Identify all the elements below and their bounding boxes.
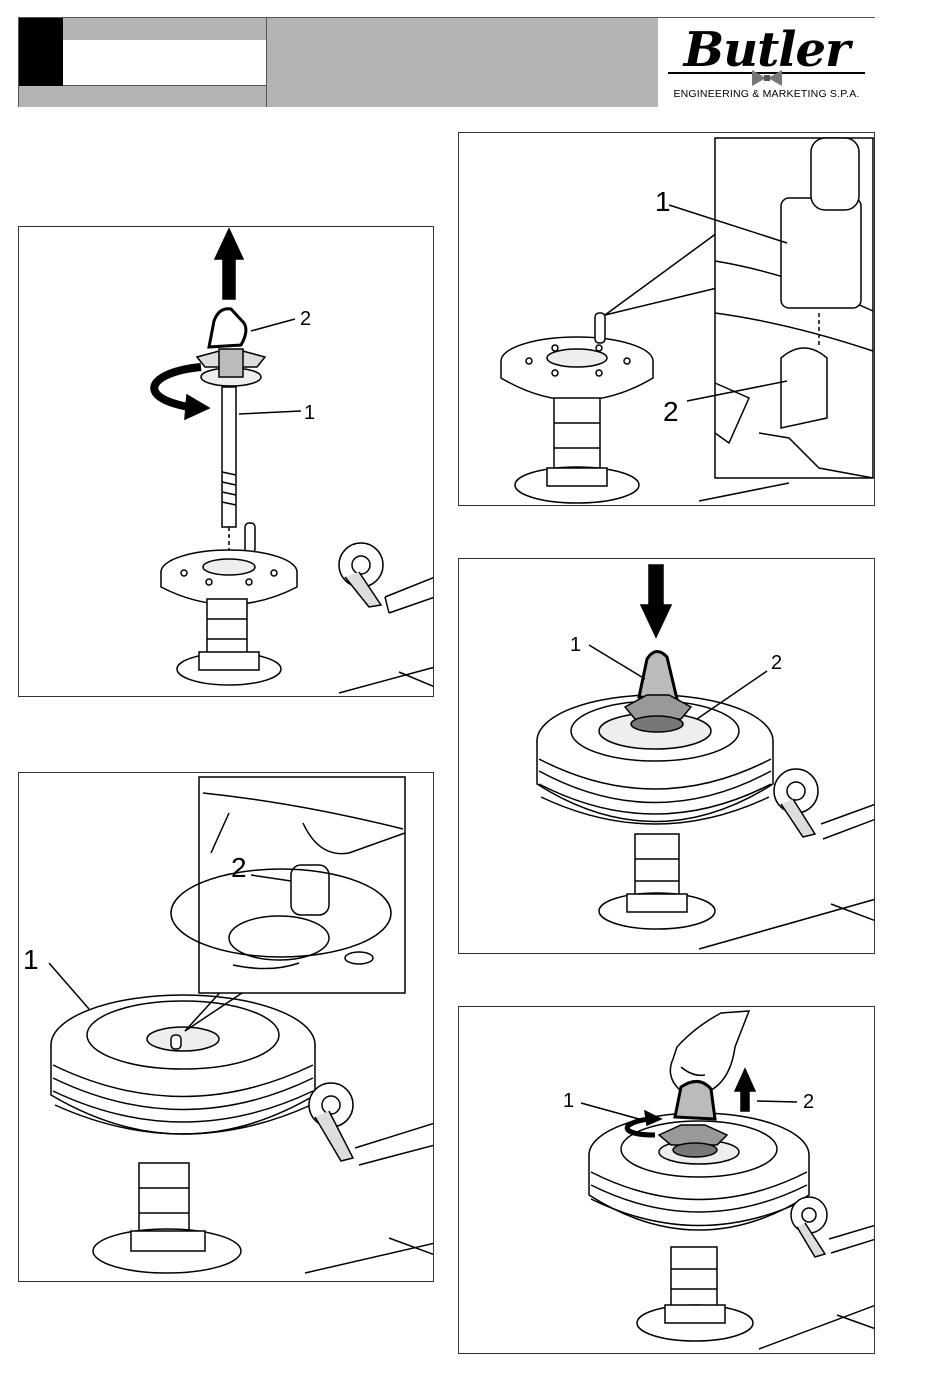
callout-2: 2 [803, 1091, 814, 1113]
figure-lock-wheel: 1 2 [458, 558, 875, 954]
header-gray-center [266, 18, 659, 107]
callout-2: 2 [300, 308, 311, 330]
figure-remove-locking-nut: 2 1 [18, 226, 434, 697]
illustration-c: 1 2 [459, 559, 875, 954]
callout-1: 1 [570, 634, 581, 656]
header-black-block [19, 18, 63, 86]
header-gray-cell-top [63, 18, 266, 41]
callout-2: 2 [231, 852, 247, 883]
figure-wheel-on-flange: 1 2 [18, 772, 434, 1282]
callout-1: 1 [23, 944, 39, 975]
callout-2: 2 [771, 652, 782, 674]
illustration-a: 2 1 [19, 227, 434, 697]
callout-1: 1 [304, 402, 315, 424]
brand-logo: Butler ENGINEERING & MARKETING S.P.A. [658, 18, 875, 107]
brand-subtitle: ENGINEERING & MARKETING S.P.A. [658, 88, 875, 100]
illustration-d: 1 2 [19, 773, 434, 1282]
page-header: Butler ENGINEERING & MARKETING S.P.A. [18, 17, 875, 107]
illustration-b: 1 2 [459, 133, 875, 506]
figure-release-nut: 1 2 [458, 1006, 875, 1354]
figure-flange-pin-detail: 1 2 [458, 132, 875, 506]
callout-2: 2 [663, 396, 679, 427]
illustration-e: 1 2 [459, 1007, 875, 1354]
callout-1: 1 [655, 186, 671, 217]
header-gray-cell-bottom [19, 86, 266, 107]
callout-1: 1 [563, 1090, 574, 1112]
header-white-cell [63, 40, 266, 86]
